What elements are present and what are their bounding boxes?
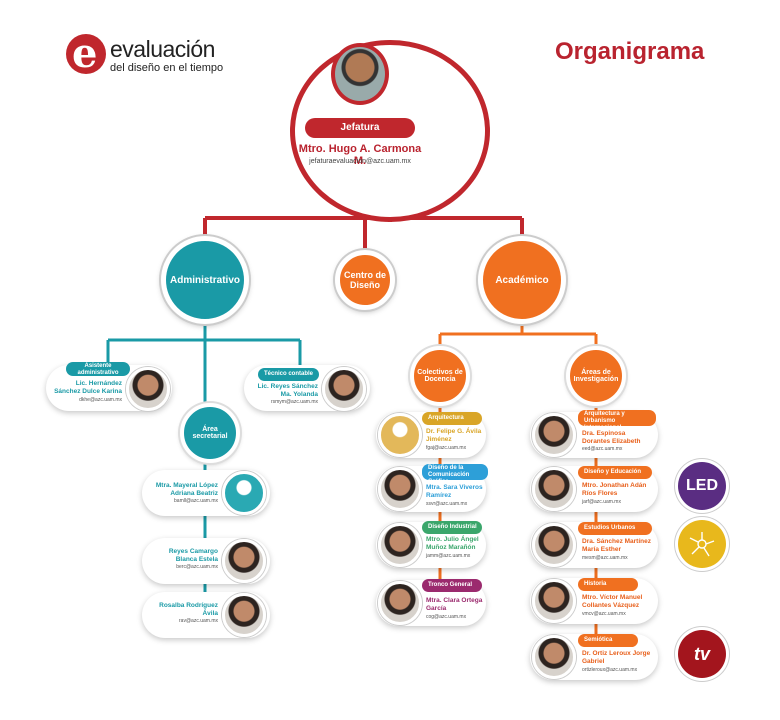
tag-area-4: Historia	[578, 578, 638, 591]
email-colectivo-2: ssvr@azc.uam.mx	[426, 501, 468, 507]
email-asistente: dkhe@azc.uam.mx	[79, 397, 122, 403]
node-administrativo: Administrativo	[161, 236, 249, 324]
name-area-3: Dra. Sánchez Martínez María Esther	[582, 538, 651, 553]
tag-area-3: Estudios Urbanos	[578, 522, 652, 535]
photo-area-4	[532, 579, 576, 623]
photo-tecnico	[322, 367, 366, 411]
boss-name: Mtro. Hugo A. Carmona M.	[298, 143, 422, 167]
tag-area-1: Arquitectura y Urbanismo Internacional	[578, 410, 656, 431]
name-colectivo-1: Dr. Felipe G. Ávila Jiménez	[426, 428, 482, 443]
tag-colectivo-4: Tronco General	[422, 579, 482, 592]
tag-asistente: Asistente administrativo	[66, 362, 130, 376]
tag-area-5: Semiótica	[578, 634, 638, 647]
semiotica-tv-logo: tv	[678, 630, 726, 678]
node-secretarial: Área secretarial	[180, 403, 240, 463]
name-asistente: Lic. Hernández Sánchez Dulce Karina	[54, 380, 122, 395]
email-area-1: eed@azc.uam.mx	[582, 446, 623, 452]
name-secretarial-1: Mtra. Mayeral López Adriana Beatriz	[155, 482, 218, 497]
name-tecnico: Lic. Reyes Sánchez Ma. Yolanda	[257, 383, 318, 398]
tag-colectivo-3: Diseño Industrial	[422, 521, 482, 534]
logo-word: evaluación	[110, 36, 215, 62]
photo-area-3	[532, 523, 576, 567]
photo-secretarial-3	[222, 593, 266, 637]
photo-colectivo-3	[378, 523, 422, 567]
boss-email: jefaturaevaluacion@azc.uam.mx	[309, 158, 411, 165]
email-secretarial-3: rav@azc.uam.mx	[179, 618, 218, 624]
email-area-3: mesm@azc.uam.mx	[582, 555, 628, 561]
email-colectivo-1: fgaj@azc.uam.mx	[426, 445, 467, 451]
email-colectivo-4: cog@azc.uam.mx	[426, 614, 467, 620]
page-title: Organigrama	[555, 38, 705, 65]
logo-subtitle: del diseño en el tiempo	[110, 62, 224, 74]
name-area-1: Dra. Espinosa Dorantes Elizabeth	[582, 430, 641, 445]
tag-colectivo-1: Arquitectura	[422, 412, 482, 425]
logo-mark	[66, 34, 106, 74]
photo-asistente	[126, 367, 170, 411]
email-area-4: vmcv@azc.uam.mx	[582, 611, 626, 617]
email-tecnico: rsmym@azc.uam.mx	[270, 399, 318, 405]
photo-secretarial-2	[222, 539, 266, 583]
email-secretarial-2: berc@azc.uam.mx	[176, 564, 218, 570]
logo-e-glyph: e	[72, 30, 98, 77]
network-icon	[689, 532, 715, 557]
photo-placeholder-icon	[222, 471, 266, 515]
node-colectivos: Colectivos de Docencia	[410, 346, 470, 406]
boss-role: Jefatura Departamental	[305, 118, 415, 153]
led-logo: LED	[678, 462, 726, 510]
photo-area-5	[532, 635, 576, 679]
name-colectivo-2: Mtra. Sara Viveros Ramírez	[426, 484, 483, 499]
email-area-2: jarf@azc.uam.mx	[582, 499, 621, 505]
photo-area-1	[532, 413, 576, 457]
name-area-5: Dr. Ortiz Leroux Jorge Gabriel	[582, 650, 651, 665]
name-colectivo-4: Mtra. Clara Ortega García	[426, 597, 483, 612]
evaluacion-logo: e evaluación del diseño en el tiempo	[66, 30, 226, 80]
boss-photo	[331, 43, 389, 105]
node-areas: Áreas de Investigación	[566, 346, 626, 406]
node-centro-diseno: Centro de Diseño	[335, 250, 395, 310]
name-colectivo-3: Mtro. Julio Ángel Muñoz Marañón	[426, 536, 479, 551]
email-colectivo-3: jamm@azc.uam.mx	[426, 553, 471, 559]
estudios-urbanos-logo	[678, 520, 726, 568]
tag-area-2: Diseño y Educación	[578, 466, 652, 479]
tag-colectivo-2: Diseño de la Comunicación Gráfica	[422, 464, 488, 485]
name-area-2: Mtro. Jonathan Adán Ríos Flores	[582, 482, 647, 497]
node-academico: Académico	[478, 236, 566, 324]
photo-colectivo-2	[378, 467, 422, 511]
tag-tecnico: Técnico contable	[258, 368, 320, 381]
email-area-5: ortizleroux@azc.uam.mx	[582, 667, 638, 673]
photo-area-2	[532, 467, 576, 511]
name-secretarial-3: Rosalba Rodríguez Ávila	[159, 602, 218, 617]
name-area-4: Mtro. Víctor Manuel Collantes Vázquez	[582, 594, 643, 609]
photo-colectivo-4	[378, 581, 422, 625]
name-secretarial-2: Reyes Camargo Blanca Estela	[168, 548, 218, 563]
photo-placeholder-icon	[378, 413, 422, 457]
email-secretarial-1: bamll@azc.uam.mx	[174, 498, 218, 504]
